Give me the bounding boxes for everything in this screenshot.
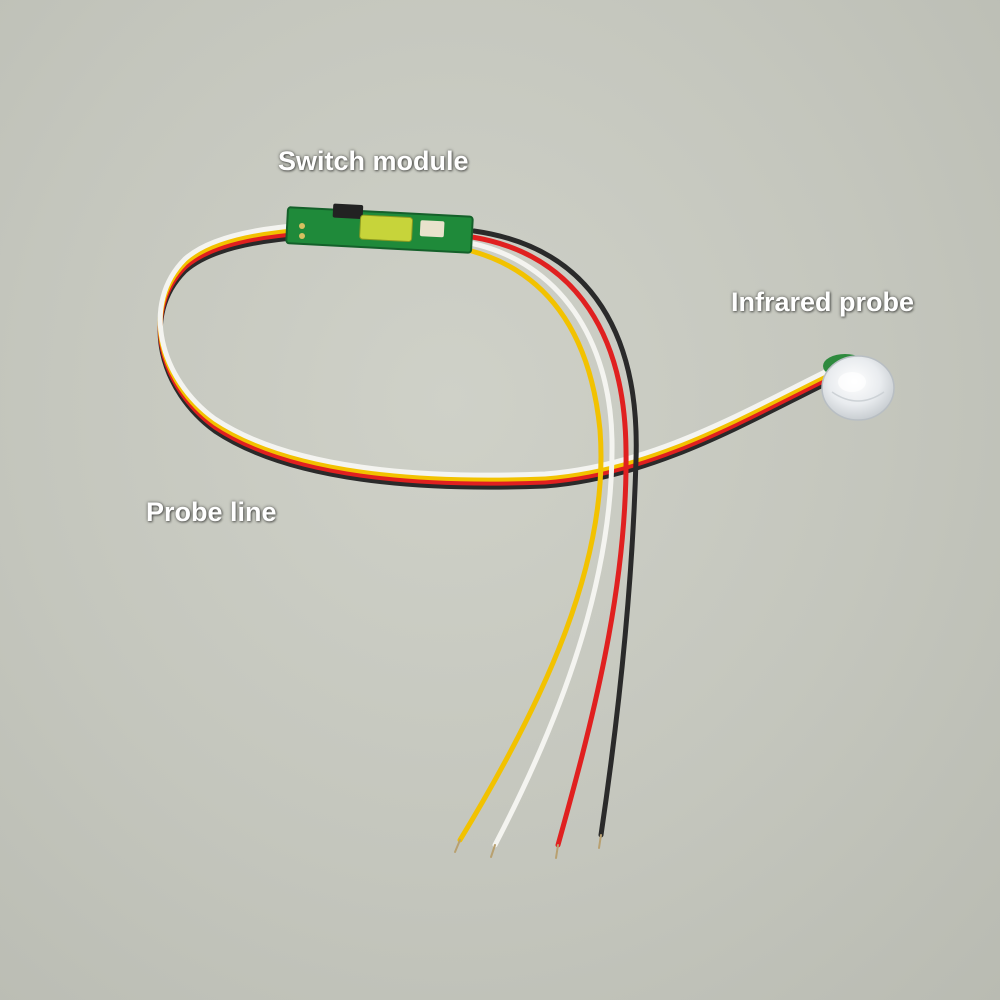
probe-line-cable	[157, 220, 828, 490]
switch-module-pcb	[285, 203, 474, 254]
infrared-probe	[821, 354, 895, 421]
output-wires	[454, 228, 639, 859]
switch-module-label: Switch module	[278, 146, 469, 176]
probe-line-label: Probe line	[146, 497, 277, 527]
infrared-probe-label: Infrared probe	[731, 287, 915, 317]
